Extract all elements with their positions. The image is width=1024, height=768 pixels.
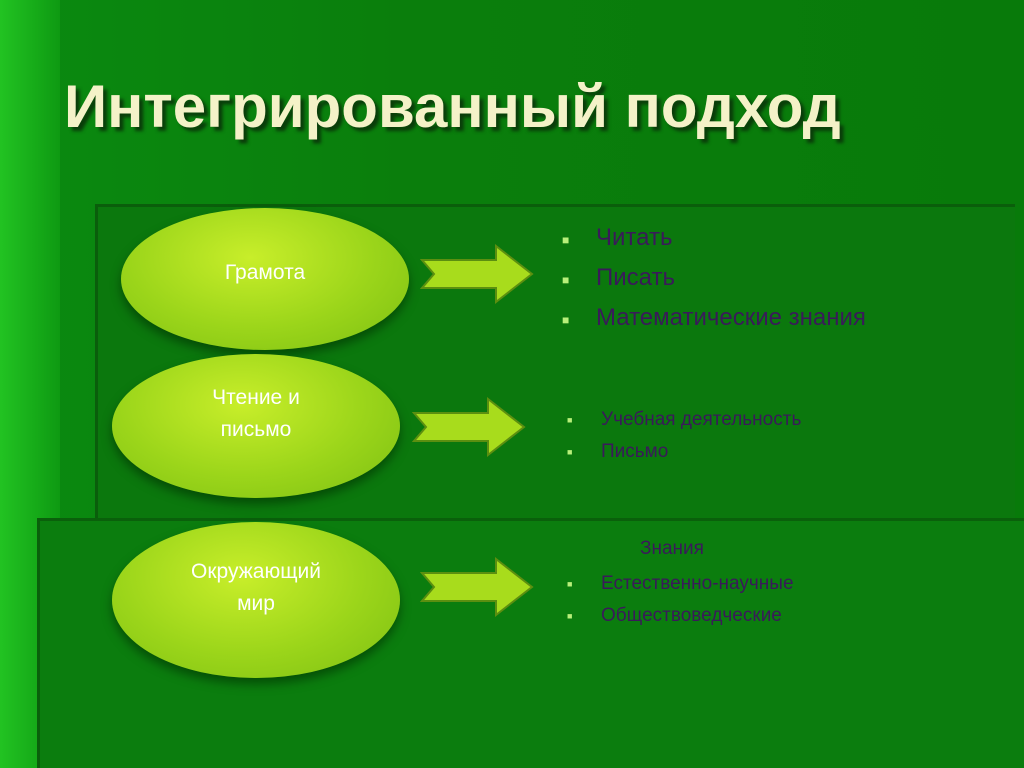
list-heading: Знания [640, 538, 704, 559]
right-arrow-icon [412, 397, 526, 457]
oval-okruzhayushchiy-mir: Окружающий мир [112, 522, 400, 678]
list-item: ■Читать [558, 218, 866, 258]
square-bullet-icon: ■ [562, 233, 570, 247]
oval-label: Грамота [224, 261, 306, 284]
list-item: ■Учебная деятельность [563, 404, 801, 436]
list-item: ■Обществоведческие [563, 600, 794, 632]
list-item: ■Писать [558, 258, 866, 298]
right-arrow-icon [420, 244, 534, 304]
oval-label-line-2: мир [237, 592, 275, 615]
list-item: ■Письмо [563, 436, 801, 468]
square-bullet-icon: ■ [567, 415, 573, 425]
list-okruzhayushchiy-mir: ■Естественно-научные ■Обществоведческие [563, 568, 794, 632]
slide-title: Интегрированный подход [64, 73, 841, 140]
oval-chtenie-pismo: Чтение и письмо [112, 354, 400, 498]
oval-gramota: Грамота [121, 208, 409, 350]
list-item: ■Естественно-научные [563, 568, 794, 600]
square-bullet-icon: ■ [567, 579, 573, 589]
right-arrow-icon [420, 557, 534, 617]
square-bullet-icon: ■ [562, 273, 570, 287]
oval-label-line-1: Чтение и [212, 386, 300, 409]
oval-label-line-2: письмо [220, 418, 292, 441]
square-bullet-icon: ■ [567, 447, 573, 457]
list-gramota: ■Читать ■Писать ■Математические знания [558, 218, 866, 338]
list-item: ■Математические знания [558, 298, 866, 338]
square-bullet-icon: ■ [562, 313, 570, 327]
list-chtenie-pismo: ■Учебная деятельность ■Письмо [563, 404, 801, 468]
oval-label-line-1: Окружающий [191, 560, 321, 583]
square-bullet-icon: ■ [567, 611, 573, 621]
